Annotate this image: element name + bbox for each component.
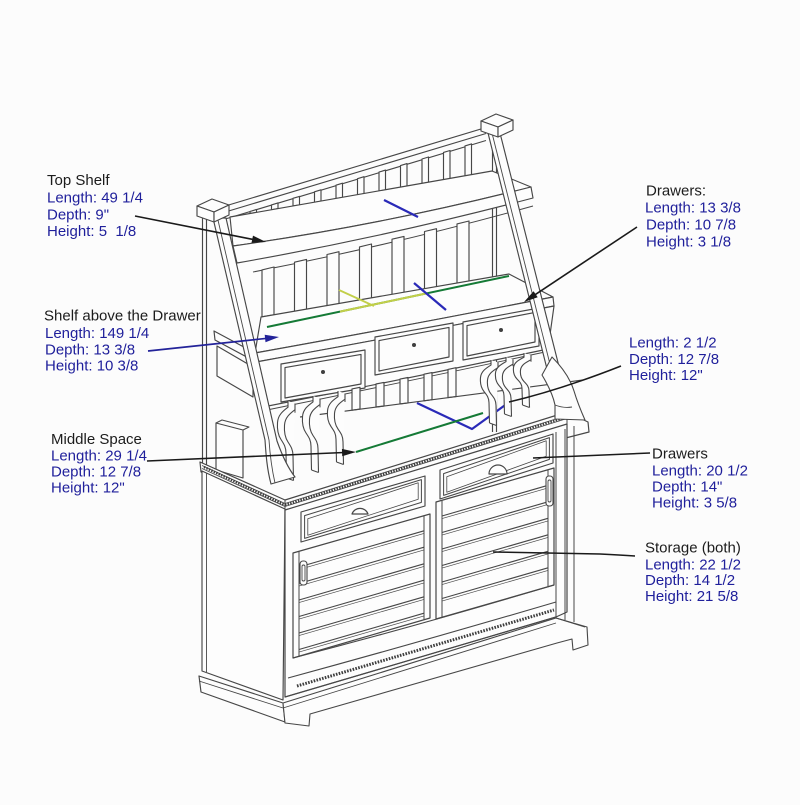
svg-text:Middle Space: Middle Space: [51, 431, 142, 448]
svg-text:Length: 13 3/8: Length: 13 3/8: [645, 200, 741, 217]
svg-text:Length: 49 1/4: Length: 49 1/4: [47, 190, 143, 207]
svg-text:Height: 12": Height: 12": [629, 367, 703, 384]
svg-text:Length: 20 1/2: Length: 20 1/2: [652, 463, 748, 480]
svg-text:Length: 29 1/4: Length: 29 1/4: [51, 448, 147, 465]
svg-text:Length: 149 1/4: Length: 149 1/4: [45, 325, 149, 342]
svg-text:Length: 22 1/2: Length: 22 1/2: [645, 557, 741, 574]
svg-text:Depth: 10 7/8: Depth: 10 7/8: [646, 217, 736, 234]
svg-text:Depth: 14 1/2: Depth: 14 1/2: [645, 572, 735, 589]
svg-text:Depth: 13 3/8: Depth: 13 3/8: [45, 342, 135, 359]
svg-text:Depth: 12 7/8: Depth: 12 7/8: [629, 351, 719, 368]
svg-text:Height: 5 1/8: Height: 5 1/8: [47, 223, 136, 240]
svg-text:Depth: 12 7/8: Depth: 12 7/8: [51, 464, 141, 481]
svg-text:Height: 12": Height: 12": [51, 480, 125, 497]
svg-text:Drawers: Drawers: [652, 446, 708, 463]
svg-text:Depth: 9": Depth: 9": [47, 207, 109, 224]
svg-text:Depth: 14": Depth: 14": [652, 479, 722, 496]
svg-text:Drawers:: Drawers:: [646, 183, 706, 200]
svg-text:Length: 2 1/2: Length: 2 1/2: [629, 335, 717, 352]
svg-text:Top Shelf: Top Shelf: [47, 172, 110, 189]
svg-text:Height: 3 5/8: Height: 3 5/8: [652, 495, 737, 512]
svg-text:Height: 10 3/8: Height: 10 3/8: [45, 358, 138, 375]
svg-text:Height: 21 5/8: Height: 21 5/8: [645, 588, 738, 605]
svg-text:Shelf above the Drawer: Shelf above the Drawer: [44, 308, 201, 325]
svg-text:Height: 3 1/8: Height: 3 1/8: [646, 234, 731, 251]
svg-text:Storage (both): Storage (both): [645, 540, 741, 557]
